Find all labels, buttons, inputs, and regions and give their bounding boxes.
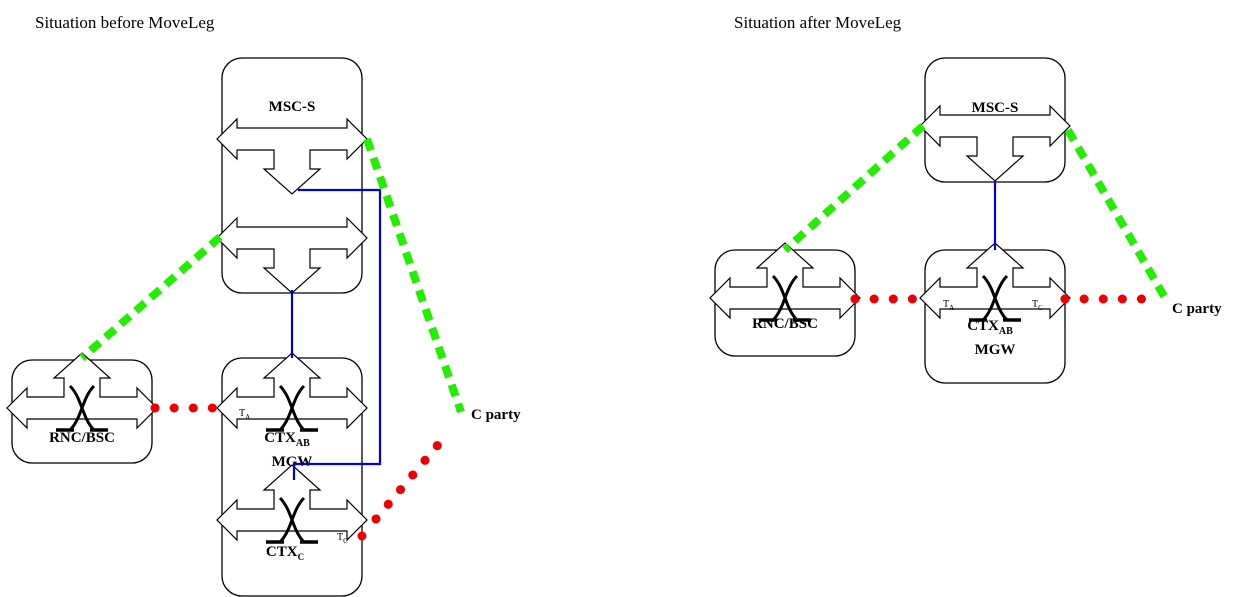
- right-rnc-label: RNC/BSC: [752, 316, 818, 332]
- right-msc-label: MSC-S: [972, 100, 1019, 116]
- left-media-ctx-c-c-party: [371, 429, 452, 524]
- left-termination-c-label: TC: [337, 532, 348, 545]
- left-ctx-ab-label: CTXAB: [264, 430, 310, 449]
- left-ctx-c-termination-dot: [357, 531, 367, 541]
- right-signalling-to-c-party: [1064, 127, 1172, 306]
- left-signalling-to-c-party: [363, 137, 465, 414]
- right-termination-c-label: TC: [1032, 299, 1043, 312]
- right-ctx-c-termination-dot: [1060, 294, 1070, 304]
- left-mgw-label: MGW: [272, 454, 313, 470]
- left-termination-a-label: TA: [239, 408, 250, 421]
- left-rnc-termination-dot: [150, 403, 160, 413]
- left-control-link-ctx-c: [292, 188, 382, 480]
- right-title: Situation after MoveLeg: [734, 13, 902, 32]
- left-rnc-label: RNC/BSC: [49, 430, 115, 446]
- left-c-party-label: C party: [471, 407, 521, 423]
- ctx-c-label: CTXC: [266, 544, 304, 562]
- right-mgw-label: MGW: [975, 342, 1016, 358]
- right-c-party-label: C party: [1172, 301, 1222, 317]
- left-signalling-to-rnc: [79, 233, 223, 362]
- left-title: Situation before MoveLeg: [35, 13, 215, 32]
- left-msc-label: MSC-S: [269, 99, 316, 115]
- right-ctx-ab-label: CTXAB: [967, 318, 1013, 337]
- right-rnc-termination-dot: [850, 294, 860, 304]
- right-signalling-to-rnc: [782, 123, 926, 253]
- right-termination-a-label: TA: [943, 299, 954, 312]
